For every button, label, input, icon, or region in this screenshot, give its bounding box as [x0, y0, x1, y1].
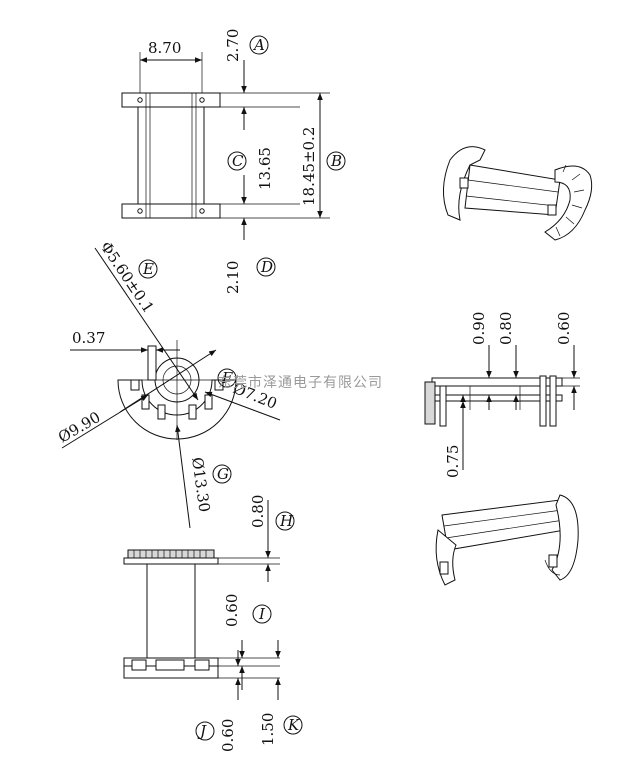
- callout-i: [252, 604, 272, 624]
- label-k: K: [287, 716, 300, 734]
- dim-c: 13.65: [256, 147, 274, 190]
- dim-g: Ø13.30: [188, 456, 214, 513]
- dim-b: 18.45±0.2: [300, 127, 318, 206]
- callout-d: [256, 257, 276, 277]
- callout-c: [227, 151, 247, 171]
- label-i: I: [258, 605, 266, 623]
- label-f: F: [221, 369, 233, 387]
- dim-k: 1.50: [259, 713, 277, 746]
- label-j: J: [197, 722, 207, 740]
- callout-k: [283, 715, 303, 735]
- dim-037: 0.37: [72, 329, 105, 347]
- callout-b: [326, 151, 346, 171]
- callout-e: [138, 259, 158, 279]
- dim-h: 0.80: [249, 495, 267, 528]
- callout-h: [275, 511, 295, 531]
- front-view: 8.70 2.70 A 13.65 C 18.45±0.2 B 2.10 D: [121, 29, 346, 294]
- dim-d: 2.10: [224, 261, 242, 294]
- dim-i: 0.60: [223, 594, 241, 627]
- dim-j: 0.60: [219, 719, 237, 752]
- watermark: 东莞市泽通电子有限公司: [218, 374, 383, 391]
- side-dim-060: 0.60: [555, 312, 573, 345]
- bottom-flange: [121, 203, 221, 219]
- callout-j: [195, 721, 215, 741]
- isometric-view-1: [443, 146, 593, 241]
- callout-a: [249, 35, 269, 55]
- label-a: A: [252, 36, 265, 54]
- label-g: G: [217, 465, 229, 483]
- dim-top-width: 8.70: [148, 39, 181, 57]
- label-e: E: [142, 260, 154, 278]
- bottom-view: 0.80 H 0.60 I 0.60 J 1.50 K: [123, 495, 303, 752]
- label-c: C: [232, 152, 244, 170]
- side-dim-080: 0.80: [497, 312, 515, 345]
- callout-f: [217, 368, 237, 388]
- top-flange: [121, 92, 221, 108]
- side-view: 0.90 0.80 0.60 0.75: [424, 312, 580, 478]
- dim-990: Ø9.90: [55, 408, 104, 446]
- bobbin-body: [137, 106, 205, 205]
- label-d: D: [260, 258, 273, 276]
- dim-a: 2.70: [224, 29, 242, 62]
- side-dim-090: 0.90: [470, 312, 488, 345]
- isometric-view-2: [435, 494, 579, 586]
- label-b: B: [330, 152, 342, 170]
- callout-g: [212, 464, 232, 484]
- side-dim-075: 0.75: [444, 445, 462, 478]
- label-h: H: [279, 512, 294, 530]
